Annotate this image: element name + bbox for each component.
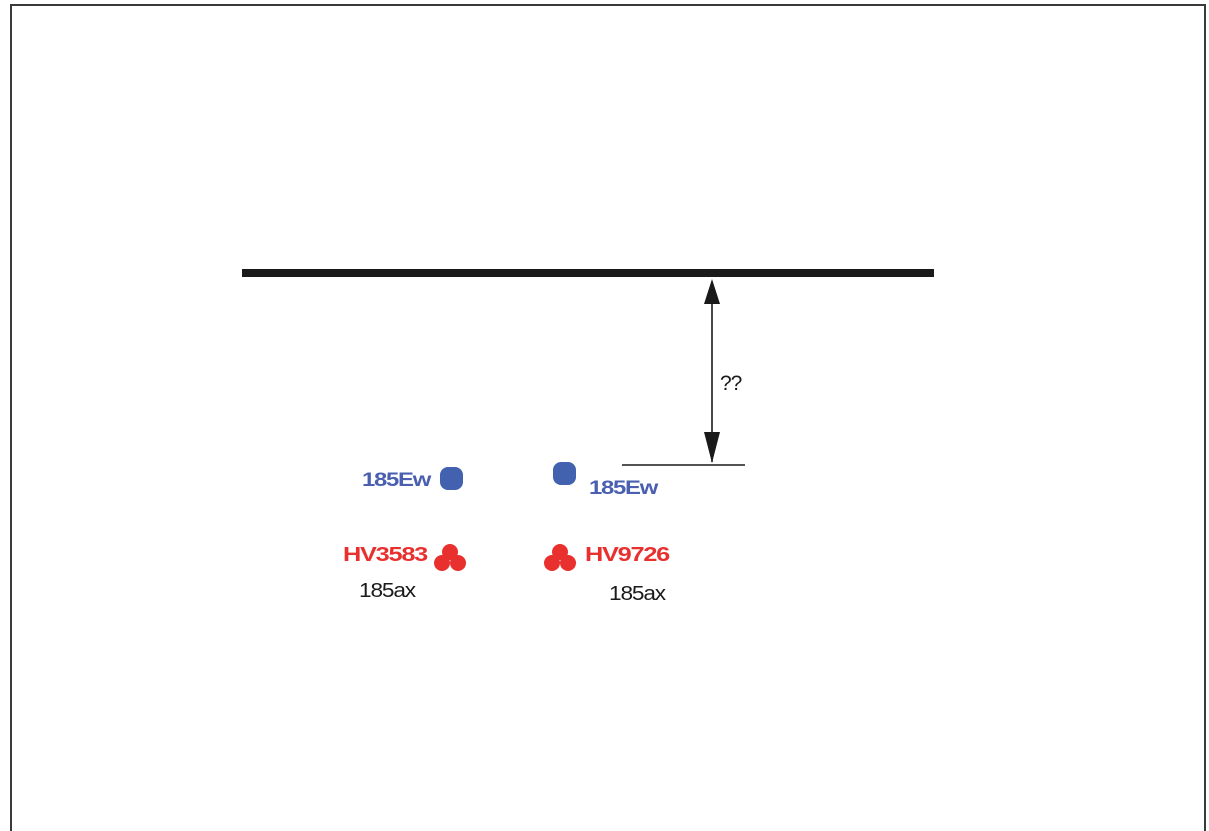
left-black-label: 185ax [359,580,416,602]
distance-label: ?? [720,372,742,395]
point-right: 185Ew HV9726 185ax [544,462,671,605]
blue-square-marker-icon [553,462,576,485]
right-red-label: HV9726 [585,544,670,566]
distance-arrow [704,279,720,463]
left-red-label: HV3583 [343,544,428,566]
right-blue-label: 185Ew [589,478,659,499]
arrow-head-down-icon [704,432,720,463]
point-left: 185Ew HV3583 185ax [343,467,466,602]
left-blue-label: 185Ew [362,470,432,491]
red-trefoil-marker-icon [544,544,576,571]
red-trefoil-marker-icon [434,544,466,571]
arrow-head-up-icon [704,279,720,304]
blue-square-marker-icon [440,467,463,490]
right-black-label: 185ax [609,583,666,605]
diagram-frame [10,4,1206,831]
